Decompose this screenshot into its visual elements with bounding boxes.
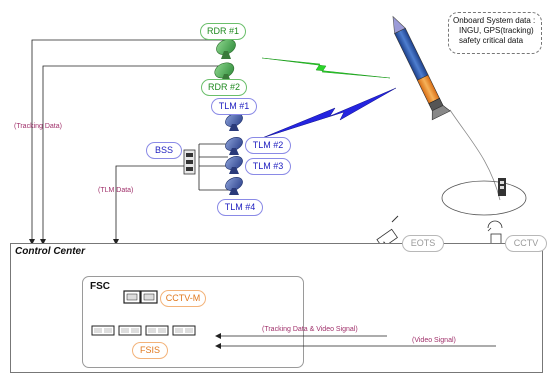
note-line-1: Onboard System data : xyxy=(453,16,537,26)
tlm-label-4: TLM #4 xyxy=(217,199,263,216)
eots-label: EOTS xyxy=(402,235,444,252)
signal-tracking-data: (Tracking Data) xyxy=(14,123,62,130)
cctv-label: CCTV xyxy=(505,235,547,252)
tlm-label-3: TLM #3 xyxy=(245,158,291,175)
tlm-label-2: TLM #2 xyxy=(245,137,291,154)
signal-tracking-video: (Tracking Data & Video Signal) xyxy=(262,326,358,333)
cctv-m-monitors-overlay xyxy=(124,291,157,303)
cctv-m-label: CCTV-M xyxy=(160,290,206,307)
bss-label: BSS xyxy=(146,142,182,159)
note-line-2: INGU, GPS(tracking) xyxy=(453,26,537,36)
radar-label-2: RDR #2 xyxy=(201,79,247,96)
signal-video: (Video Signal) xyxy=(412,337,456,344)
note-line-3: safety critical data xyxy=(453,36,537,46)
onboard-system-note: Onboard System data : INGU, GPS(tracking… xyxy=(448,12,542,54)
fsis-workstations-overlay xyxy=(92,326,195,335)
tlm-label-1: TLM #1 xyxy=(211,98,257,115)
radar-label-1: RDR #1 xyxy=(200,23,246,40)
fsis-label: FSIS xyxy=(132,342,168,359)
signal-tlm-data: (TLM Data) xyxy=(98,187,133,194)
